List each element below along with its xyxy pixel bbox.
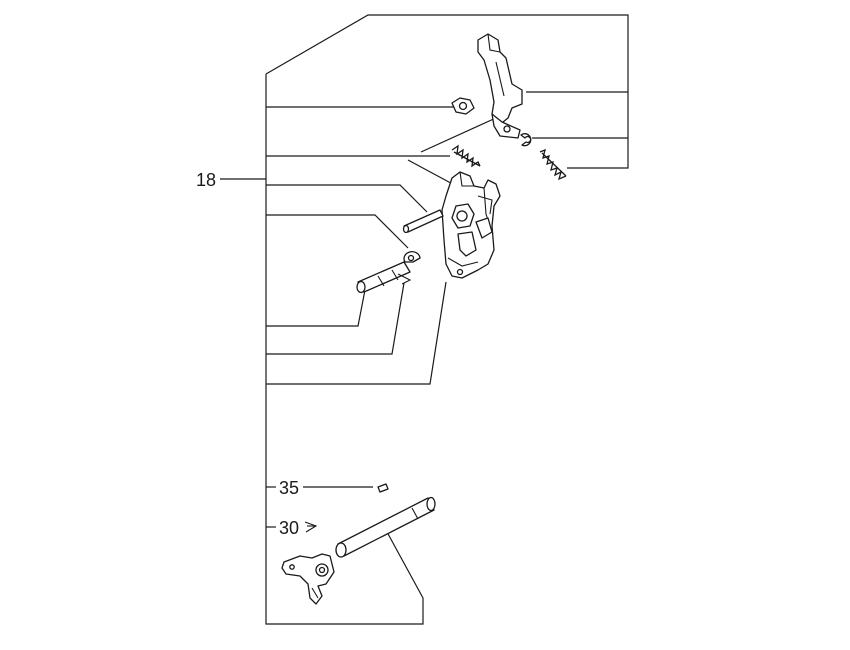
clip-part [397,273,412,285]
callout-30: 30 [279,518,299,538]
lower-arm-part [281,553,335,605]
shaft-part [356,261,411,294]
bushing-part [451,97,475,115]
lower-pin-part-35 [377,483,389,493]
main-bracket-part [441,171,501,279]
lower-clip-part-30 [304,521,318,533]
callout-35: 35 [279,478,299,498]
callout-18: 18 [196,170,216,190]
washer-part [403,251,421,263]
callout-labels: 18 35 30 [196,170,299,538]
upper-lever-part [477,33,523,139]
e-ring-part [520,133,532,147]
lower-shaft-part [335,496,436,558]
spring-upper-center [451,144,481,168]
pin-part [402,209,444,234]
spring-upper-right [539,148,567,181]
